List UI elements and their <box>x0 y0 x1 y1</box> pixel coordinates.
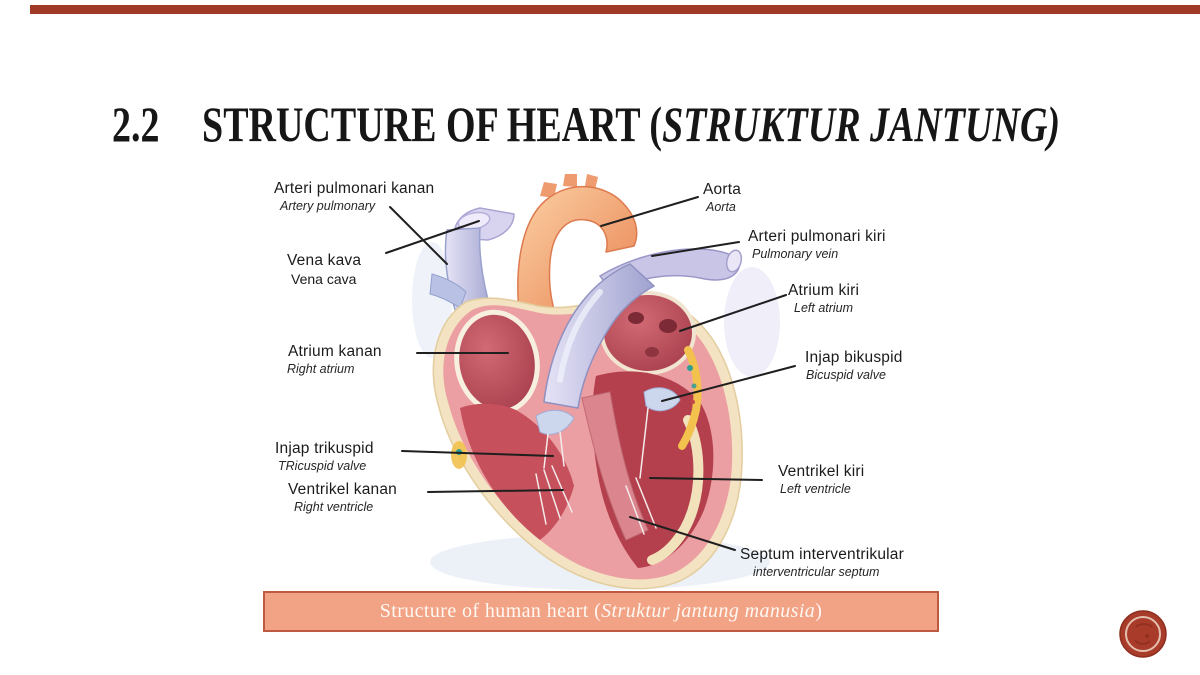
label-injap-bikuspid: Injap bikuspid Bicuspid valve <box>805 349 903 383</box>
title-italic-text: STRUKTUR JANTUNG) <box>662 96 1061 152</box>
label-injap-trikuspid: Injap trikuspid TRicuspid valve <box>275 440 374 474</box>
label-ventrikel-kiri: Ventrikel kiri Left ventricle <box>778 463 865 497</box>
coronary-vessels <box>451 346 702 469</box>
title-section-number: 2.2 <box>112 96 160 152</box>
title-main-text: STRUCTURE OF HEART ( <box>202 96 663 152</box>
aorta-vessel <box>517 174 638 323</box>
label-aorta: Aorta Aorta <box>703 181 742 215</box>
label-vena-kava: Vena kava Vena cava <box>287 252 362 288</box>
label-septum-interventrikular: Septum interventrikular interventricular… <box>740 546 904 580</box>
label-atrium-kiri: Atrium kiri Left atrium <box>788 282 860 316</box>
label-atrium-kanan: Atrium kanan Right atrium <box>287 343 382 377</box>
label-arteri-pulmonari-kanan: Arteri pulmonari kanan Artery pulmonary <box>274 180 435 214</box>
slide-title: 2.2 STRUCTURE OF HEART (STRUKTUR JANTUNG) <box>112 96 1060 152</box>
left-ventricle-wall <box>647 415 704 565</box>
figure-caption: Structure of human heart (Struktur jantu… <box>263 591 939 632</box>
label-ventrikel-kanan: Ventrikel kanan Right ventricle <box>288 481 397 515</box>
right-ventricle <box>460 403 574 540</box>
pulmonary-trunk <box>543 263 656 409</box>
background-wash <box>724 267 780 377</box>
caption-prefix: Structure of human heart ( <box>379 600 602 622</box>
caption-suffix: ) <box>815 600 823 622</box>
interventricular-septum <box>581 391 649 541</box>
caption-italic: Struktur jantung manusia <box>601 600 816 622</box>
tricuspid-valve <box>535 409 575 435</box>
leader-lines <box>385 196 796 551</box>
brand-badge-logo <box>1119 610 1167 658</box>
theme-top-ribbon <box>30 5 1200 14</box>
label-arteri-pulmonari-kiri: Arteri pulmonari kiri Pulmonary vein <box>748 228 886 262</box>
bicuspid-valve <box>643 387 681 412</box>
chordae-tendineae <box>535 407 657 535</box>
